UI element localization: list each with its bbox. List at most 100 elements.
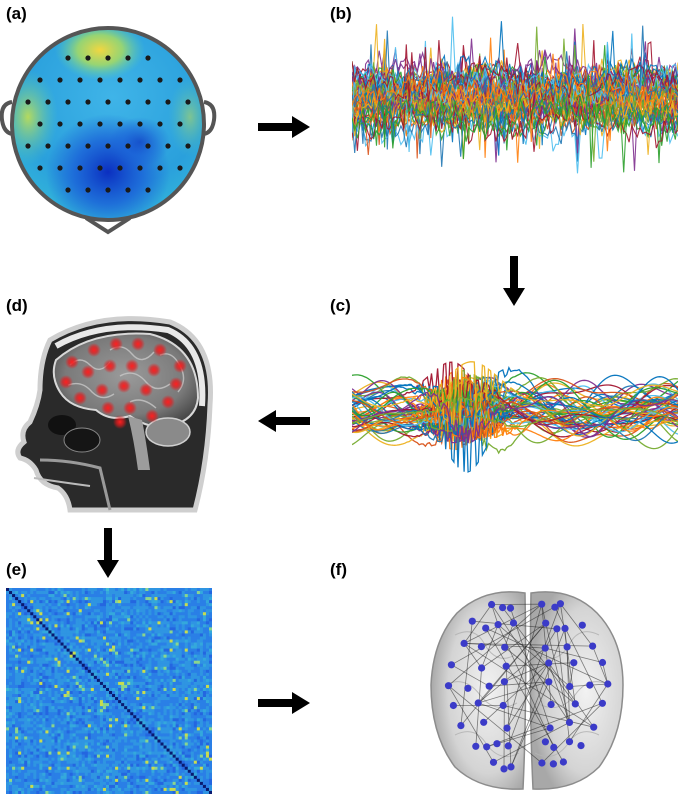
electrode-dot: [65, 55, 71, 61]
electrode-dot: [117, 77, 123, 83]
network-edge: [541, 703, 603, 764]
source-trace: [352, 361, 678, 426]
network-node: [565, 738, 574, 746]
electrode-dot: [157, 165, 163, 171]
network-node: [541, 738, 549, 746]
electrode-dot: [177, 121, 183, 127]
electrode-dot: [85, 187, 91, 193]
network-node: [499, 604, 507, 612]
network-node: [546, 724, 554, 732]
network-node: [489, 758, 498, 766]
network-node: [500, 678, 508, 686]
network-node: [563, 643, 571, 651]
arrow-b-to-c: [503, 256, 525, 306]
panel-label-e: (e): [6, 560, 27, 579]
network-node: [577, 742, 585, 750]
source-trace: [352, 376, 678, 436]
electrode-dot: [165, 143, 171, 149]
network-edge: [485, 627, 608, 685]
network-edge: [506, 662, 550, 729]
electrode-dot: [125, 99, 131, 105]
network-edge: [602, 662, 609, 685]
electrode-dot: [85, 99, 91, 105]
electrode-dots: [25, 55, 191, 193]
source-trace: [352, 391, 678, 444]
network-node: [565, 718, 574, 726]
eeg-trace: [352, 40, 678, 119]
network-edge: [463, 603, 542, 644]
network-edge: [503, 705, 594, 728]
electrode-dot: [137, 77, 143, 83]
network-edge: [510, 681, 550, 768]
network-node: [570, 659, 578, 667]
electrode-dot: [57, 165, 63, 171]
network-edge: [497, 624, 570, 687]
network-node: [472, 742, 480, 750]
network-node: [598, 699, 606, 707]
network-node: [474, 699, 482, 707]
electrode-dot: [125, 143, 131, 149]
arrow-c-to-d: [258, 410, 310, 432]
network-node: [538, 759, 546, 767]
electrode-dot: [45, 143, 51, 149]
electrode-dot: [25, 143, 31, 149]
electrode-dot: [137, 165, 143, 171]
network-node: [493, 740, 501, 748]
network-node: [571, 700, 579, 708]
source-marker: [95, 383, 109, 397]
electrode-dot: [57, 121, 63, 127]
eeg-trace: [352, 74, 678, 173]
network-node: [561, 624, 569, 632]
network-edge: [569, 683, 609, 742]
network-node: [589, 642, 597, 650]
network-node: [566, 682, 574, 691]
source-trace: [352, 399, 678, 425]
network-edge: [507, 603, 561, 747]
electrode-dot: [105, 187, 111, 193]
electrode-dot: [37, 165, 43, 171]
network-node: [604, 680, 612, 688]
electrode-dot: [97, 121, 103, 127]
network-node: [501, 643, 509, 651]
source-marker: [153, 343, 167, 357]
panel-label-d: (d): [6, 296, 28, 315]
electrode-dot: [85, 143, 91, 149]
panel-label-c: (c): [330, 296, 351, 315]
source-marker: [139, 383, 153, 397]
electrode-dot: [105, 55, 111, 61]
network-node: [460, 639, 468, 647]
electrode-dot: [185, 143, 191, 149]
electrode-dot: [45, 99, 51, 105]
electrode-dot: [125, 55, 131, 61]
electrode-dot: [145, 55, 151, 61]
source-trace: [352, 397, 678, 428]
electrode-dot: [145, 99, 151, 105]
network-node: [506, 604, 515, 612]
electrode-dot: [57, 77, 63, 83]
electrode-dot: [137, 121, 143, 127]
network-edge: [478, 681, 549, 704]
network-edge: [504, 646, 576, 705]
network-node: [586, 681, 594, 689]
network-node: [485, 682, 493, 690]
mri-head-sagittal: [10, 310, 215, 515]
network-node: [499, 701, 507, 710]
network-node: [547, 700, 555, 709]
network-edge: [464, 643, 593, 647]
mri-source-markers: [59, 337, 187, 429]
network-node: [502, 662, 510, 670]
source-marker: [125, 359, 139, 373]
network-node: [553, 625, 561, 633]
source-marker: [145, 409, 159, 423]
network-node: [556, 600, 564, 608]
network-edge: [481, 624, 499, 669]
electrode-dot: [65, 99, 71, 105]
network-node: [468, 617, 476, 625]
electrode-dot: [177, 165, 183, 171]
electrode-dot: [97, 165, 103, 171]
arrow-e-to-f: [258, 692, 310, 714]
source-marker: [117, 379, 131, 393]
network-edge: [545, 647, 603, 663]
brain-network-graph: [425, 585, 630, 795]
network-node: [494, 621, 502, 629]
